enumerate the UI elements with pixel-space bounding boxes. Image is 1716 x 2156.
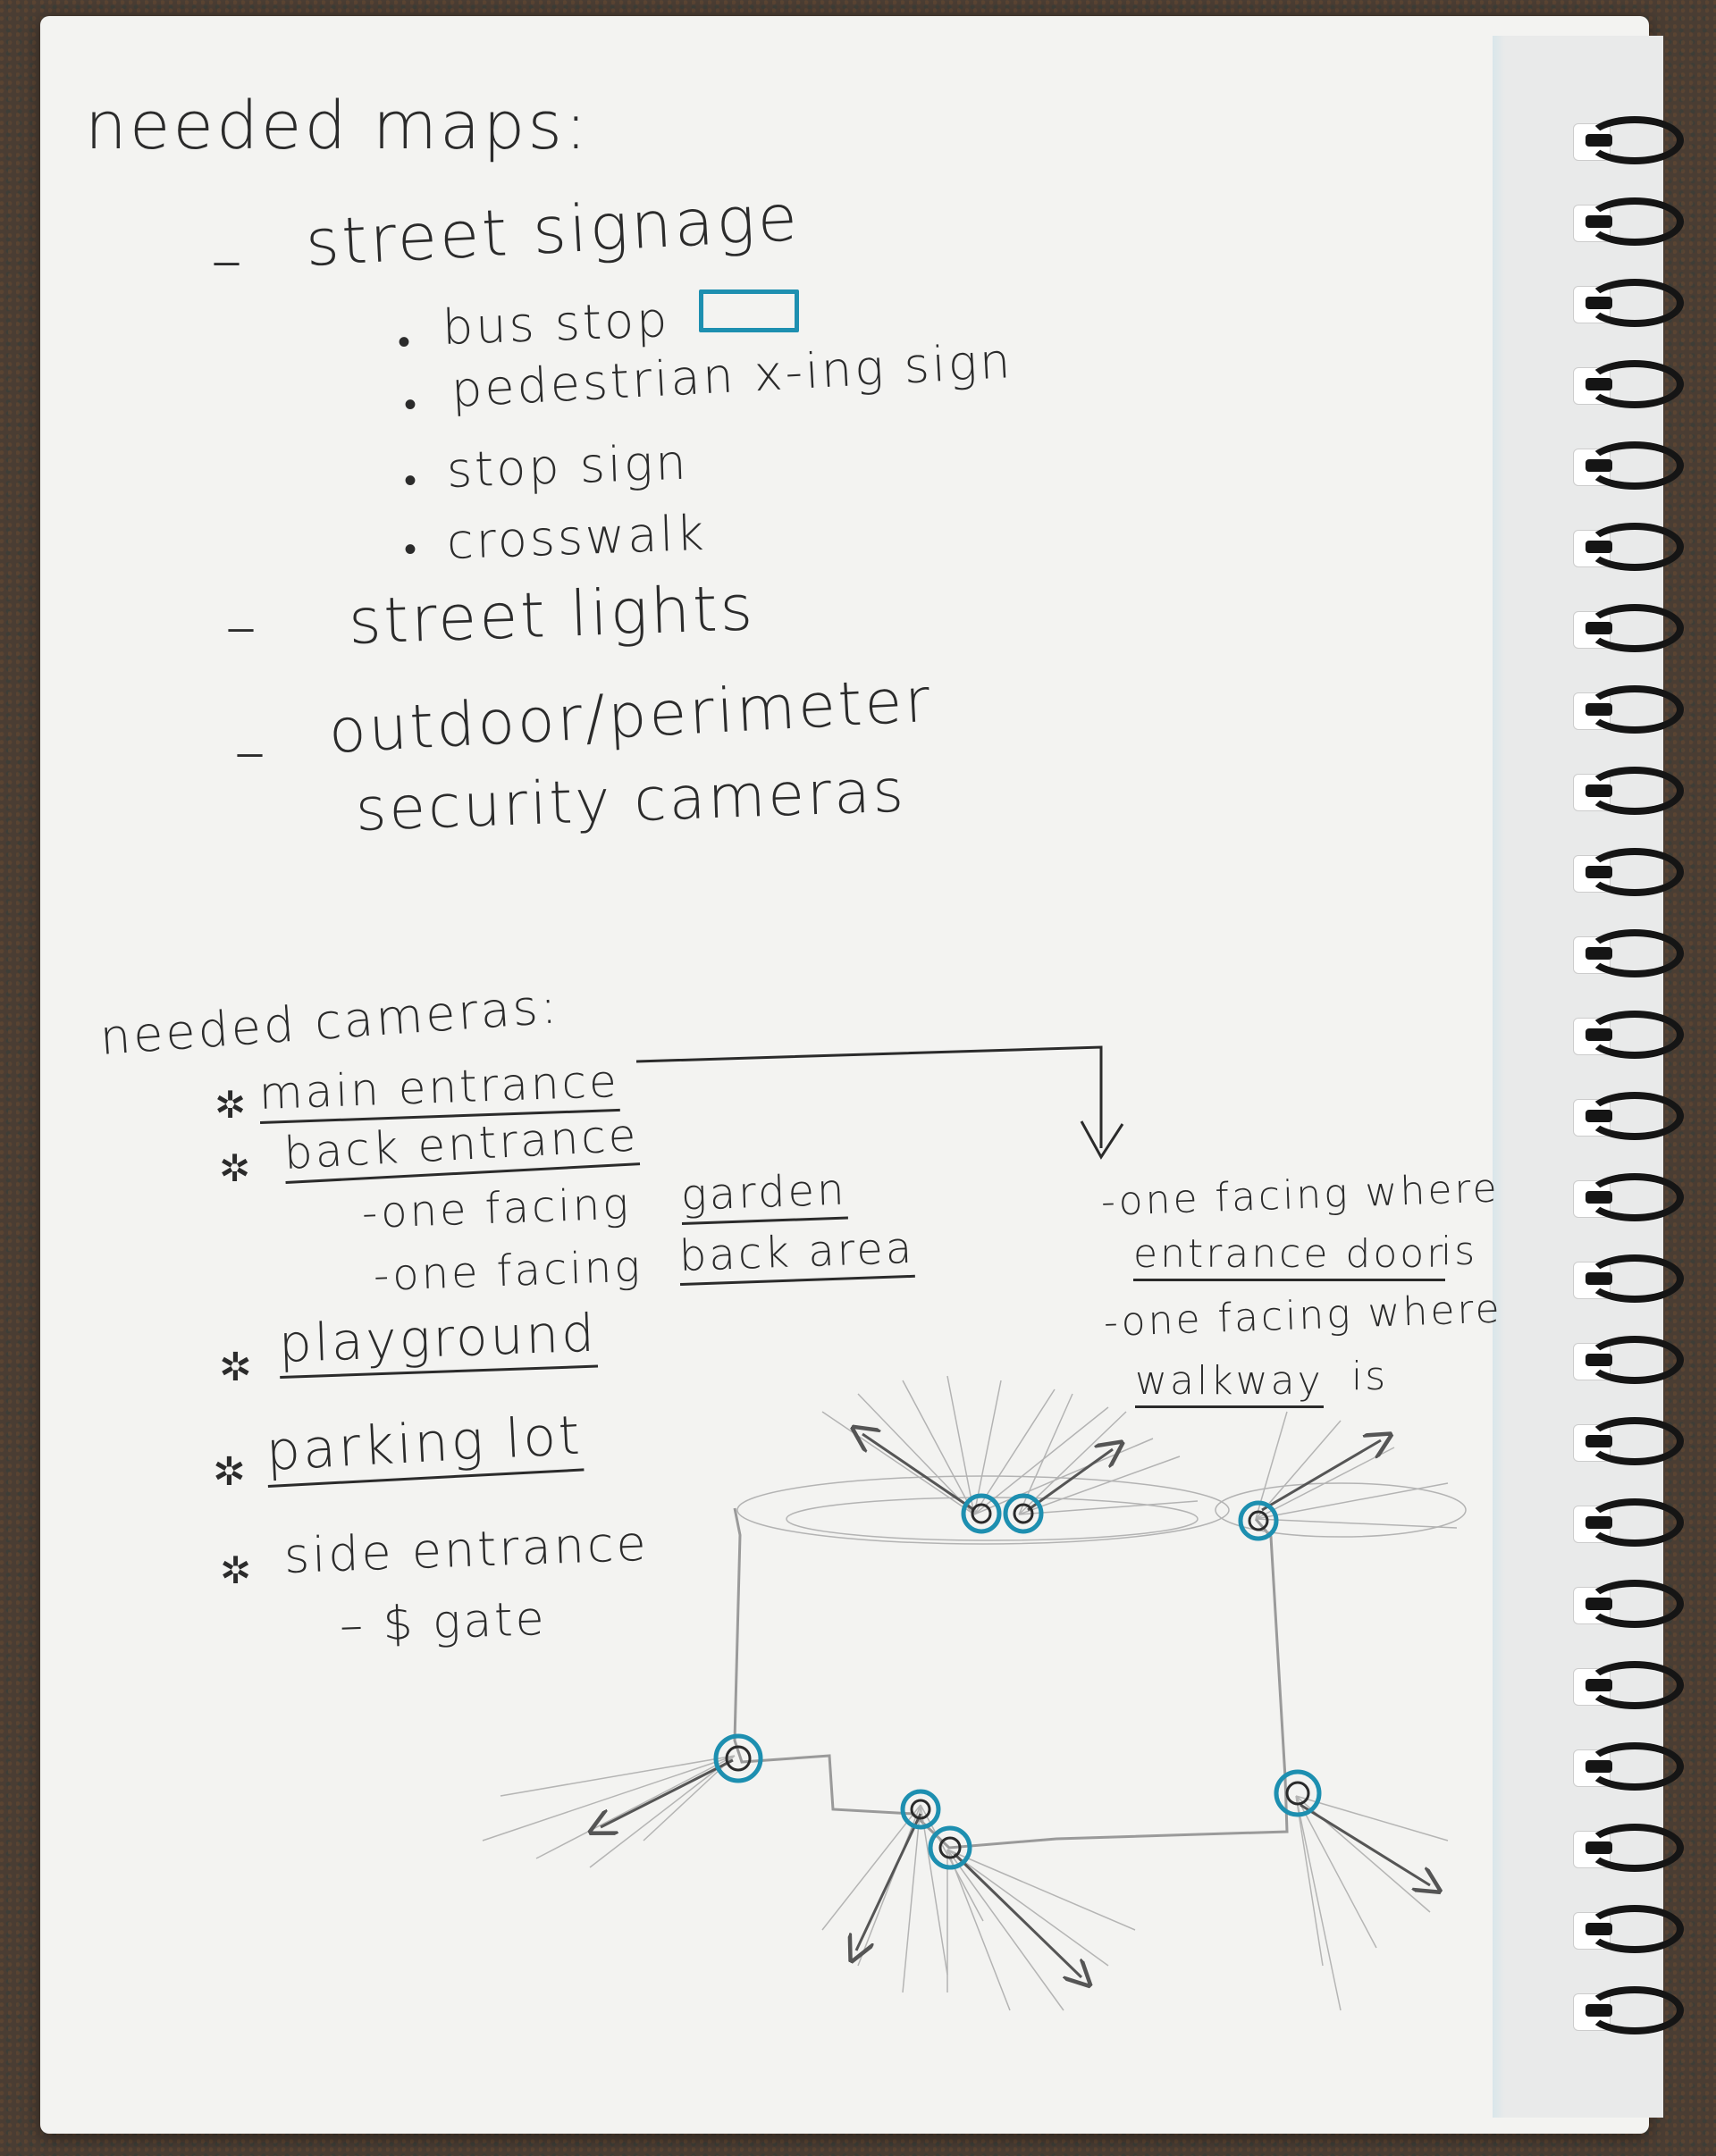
spiral-coil	[1573, 1498, 1685, 1550]
signage-bullet: •	[404, 460, 420, 501]
spiral-coil	[1573, 685, 1685, 737]
spiral-coil	[1573, 1173, 1685, 1225]
street-signage-dash: –	[211, 223, 245, 297]
signage-item-bus-stop: bus stop	[441, 291, 671, 356]
spiral-coil	[1573, 1011, 1685, 1062]
spiral-coil	[1573, 279, 1685, 331]
star-bullet: ✲	[213, 1449, 248, 1495]
star-bullet: ✲	[214, 1083, 249, 1127]
main-sub-door-suffix: is	[1441, 1229, 1478, 1274]
star-bullet: ✲	[220, 1548, 255, 1592]
spiral-coil	[1573, 1986, 1685, 2038]
spiral-coil	[1573, 1092, 1685, 1144]
camera-playground: playground	[277, 1302, 599, 1379]
bus-stop-marker-rectangle	[699, 289, 799, 332]
spiral-coil	[1573, 929, 1685, 981]
back-sub-garden-prefix: -one facing	[361, 1179, 632, 1238]
main-sub-door-target: entrance door	[1133, 1231, 1446, 1281]
spiral-coil	[1573, 116, 1685, 168]
main-sub-walkway-target: walkway	[1135, 1358, 1324, 1408]
signage-bullet: •	[404, 529, 420, 570]
spiral-coil	[1573, 848, 1685, 900]
star-bullet: ✲	[219, 1146, 254, 1190]
spiral-coil	[1573, 1742, 1685, 1794]
spiral-coil	[1573, 1905, 1685, 1957]
spiral-coil	[1573, 767, 1685, 818]
spiral-coil	[1573, 1824, 1685, 1875]
page-edge-shadow	[1493, 36, 1505, 2118]
signage-bullet: •	[404, 384, 420, 425]
spiral-coil	[1573, 1336, 1685, 1388]
signage-item-crosswalk: crosswalk	[445, 504, 708, 570]
spiral-coil	[1573, 1580, 1685, 1632]
side-entrance-gate: – $ gate	[338, 1591, 548, 1653]
cameras-dash: –	[234, 715, 268, 788]
spiral-coil	[1573, 1254, 1685, 1306]
star-bullet: ✲	[219, 1345, 255, 1390]
back-sub-area-prefix: -one facing	[373, 1241, 644, 1301]
spiral-coil	[1573, 197, 1685, 249]
page-stack-edge	[1493, 36, 1663, 2118]
main-sub-walkway-suffix: is	[1351, 1354, 1389, 1399]
back-sub-area-target: back area	[677, 1222, 916, 1286]
spiral-coil	[1573, 441, 1685, 493]
street-lights-title: street lights	[347, 571, 757, 659]
back-sub-garden-target: garden	[679, 1164, 848, 1225]
spiral-coil	[1573, 1661, 1685, 1713]
signage-bullet: •	[398, 322, 414, 363]
spiral-coil	[1573, 604, 1685, 656]
spiral-coil	[1573, 360, 1685, 412]
spiral-coil	[1573, 523, 1685, 575]
maps-heading: needed maps:	[85, 88, 590, 164]
street-lights-dash: –	[225, 590, 259, 663]
spiral-coil	[1573, 1417, 1685, 1469]
signage-item-stop-sign: stop sign	[445, 433, 690, 499]
